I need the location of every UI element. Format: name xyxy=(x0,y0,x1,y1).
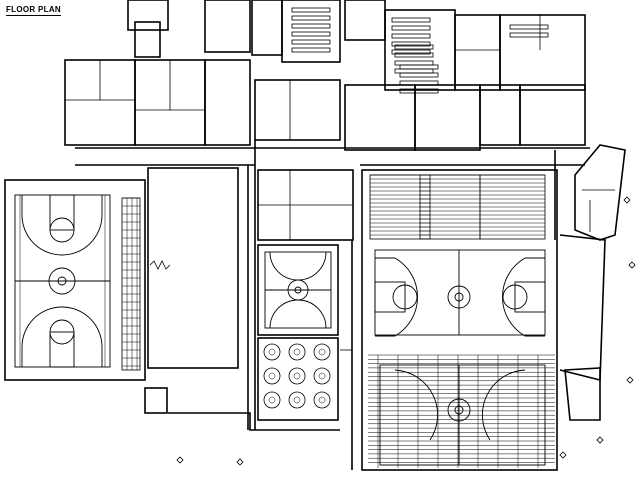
classroom-block-3 xyxy=(454,14,501,91)
main-gym-walls xyxy=(361,169,558,471)
entrance-vestibule-west xyxy=(144,387,168,414)
plan-title: FLOOR PLAN xyxy=(6,5,61,16)
auxiliary-gym-walls xyxy=(147,167,239,369)
center-block xyxy=(257,169,354,421)
room-mid-lower-a xyxy=(344,84,416,151)
room-top-center-b xyxy=(251,0,283,56)
court-room-upper xyxy=(257,244,339,336)
room-top-left-a xyxy=(127,0,169,31)
main-gymnasium xyxy=(361,169,558,471)
bleachers-main-top xyxy=(369,174,546,240)
classroom-block-1 xyxy=(281,0,341,63)
room-mid-lower-c xyxy=(479,84,521,146)
room-top-left-b xyxy=(134,21,161,58)
bleachers-main-bottom xyxy=(368,354,555,468)
main-basketball-court xyxy=(374,249,546,336)
room-center-lower xyxy=(254,79,341,141)
restroom-core xyxy=(344,0,386,41)
court-room-lower xyxy=(257,337,339,421)
site-markers xyxy=(176,196,636,466)
desk-rows xyxy=(291,7,549,94)
entrances xyxy=(144,240,353,470)
classroom-block-4 xyxy=(499,14,586,91)
top-wing xyxy=(64,0,586,151)
main-corridor xyxy=(75,140,590,430)
room-left-right xyxy=(204,59,251,146)
gym-left-walls xyxy=(4,179,146,381)
bleachers-left xyxy=(121,197,141,371)
room-top-center-a xyxy=(204,0,251,53)
round-tables xyxy=(263,343,331,409)
east-annex xyxy=(554,144,626,421)
room-mid-lower-b xyxy=(414,84,481,151)
gymnasium-left xyxy=(4,179,146,381)
room-mid-lower-d xyxy=(519,84,586,146)
annex-restrooms xyxy=(574,144,626,241)
auxiliary-gym xyxy=(147,167,239,369)
